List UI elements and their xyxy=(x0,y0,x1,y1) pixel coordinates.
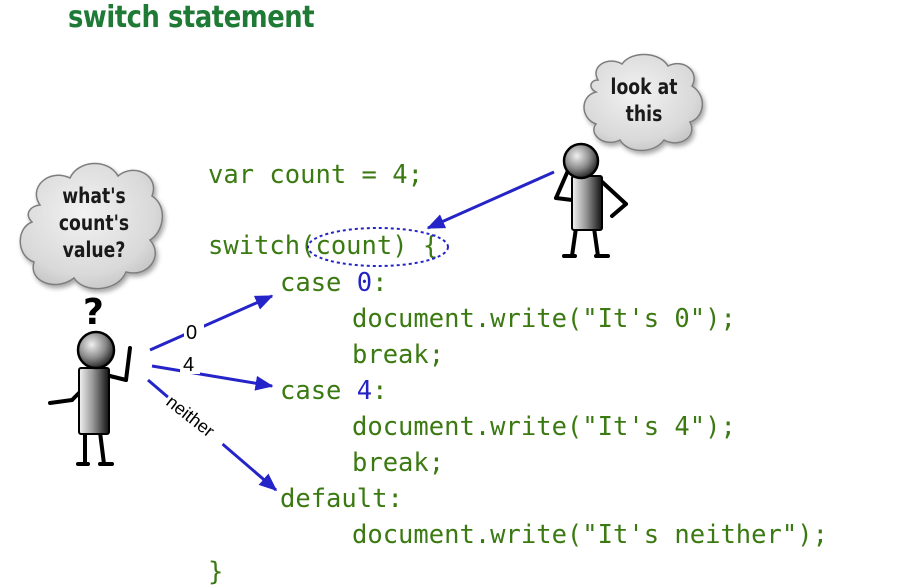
bubble-left-text: what's count's value? xyxy=(53,183,135,264)
switch-keyword: switch xyxy=(208,231,301,261)
code-line-close-brace: } xyxy=(208,557,224,587)
code-line-default: default: xyxy=(280,484,403,514)
case-keyword: case xyxy=(280,376,357,406)
arrow-label-neither: neither xyxy=(163,391,219,441)
bubble-left-line-2: count's xyxy=(58,211,130,235)
case-keyword: case xyxy=(280,268,357,298)
stick-figure-left xyxy=(48,330,132,466)
bubble-left-line-1: what's xyxy=(62,184,126,208)
bubble-right-line-1: look at xyxy=(610,75,678,99)
code-line-break-2: break; xyxy=(352,448,445,478)
question-mark: ? xyxy=(83,292,104,333)
code-line-switch: switch(count) { xyxy=(208,231,439,261)
code-line-var: var count = 4; xyxy=(208,160,423,190)
switch-argument: (count) xyxy=(300,231,408,261)
slide-title: switch statement xyxy=(68,0,315,35)
bubble-right-text: look at this xyxy=(605,74,684,128)
thought-bubble-right xyxy=(583,53,703,152)
count-highlight-ellipse xyxy=(307,227,449,267)
code-line-write-neither: document.write("It's neither"); xyxy=(352,520,828,550)
code-line-case-0: case 0: xyxy=(280,268,388,298)
arrow-to-case-0 xyxy=(149,294,274,352)
switch-open-brace: { xyxy=(407,231,439,261)
bubble-right-line-2: this xyxy=(625,102,663,126)
code-line-case-4: case 4: xyxy=(280,376,388,406)
case-colon: : xyxy=(372,268,388,298)
case-value-0: 0 xyxy=(356,268,373,298)
arrow-label-4: 4 xyxy=(183,354,194,376)
case-value-4: 4 xyxy=(356,376,373,406)
code-line-write-0: document.write("It's 0"); xyxy=(352,304,736,334)
case-colon: : xyxy=(372,376,388,406)
code-line-write-4: document.write("It's 4"); xyxy=(352,412,736,442)
bubble-left-line-3: value? xyxy=(62,238,126,262)
arrow-look-at-count xyxy=(426,170,555,230)
code-line-break-1: break; xyxy=(352,340,445,370)
arrow-label-0: 0 xyxy=(186,322,197,344)
arrow-to-case-4 xyxy=(151,364,274,391)
thought-bubble-left xyxy=(19,162,163,290)
stick-figure-right xyxy=(554,142,628,258)
